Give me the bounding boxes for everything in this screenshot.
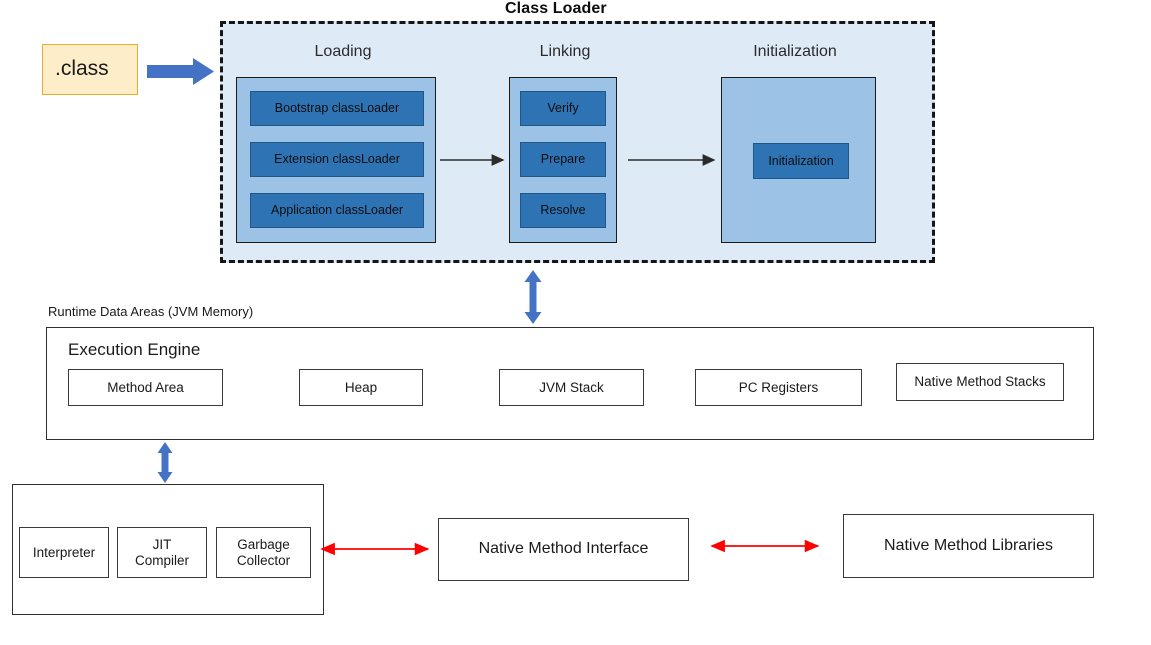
area-heap: Heap bbox=[299, 369, 423, 406]
initialization-group-box: Initialization bbox=[721, 77, 876, 243]
area-pc-registers: PC Registers bbox=[695, 369, 862, 406]
chip-prepare: Prepare bbox=[520, 142, 606, 177]
chip-resolve: Resolve bbox=[520, 193, 606, 228]
native-method-libraries-box: Native Method Libraries bbox=[843, 514, 1094, 578]
chip-bootstrap-classloader: Bootstrap classLoader bbox=[250, 91, 424, 126]
chip-application-classloader: Application classLoader bbox=[250, 193, 424, 228]
engine-jit-compiler: JIT Compiler bbox=[117, 527, 207, 578]
linking-group-box: Verify Prepare Resolve bbox=[509, 77, 617, 243]
chip-extension-classloader: Extension classLoader bbox=[250, 142, 424, 177]
native-method-interface-box: Native Method Interface bbox=[438, 518, 689, 581]
chip-verify: Verify bbox=[520, 91, 606, 126]
engine-interpreter: Interpreter bbox=[19, 527, 109, 578]
execution-engine-heading: Execution Engine bbox=[68, 340, 201, 359]
area-method-area: Method Area bbox=[68, 369, 223, 406]
class-file-box: .class bbox=[42, 44, 138, 95]
phase-label-initialization: Initialization bbox=[753, 42, 837, 60]
arrow-runtime-to-engine bbox=[157, 442, 173, 483]
runtime-data-areas-label: Runtime Data Areas (JVM Memory) bbox=[48, 304, 254, 319]
arrow-class-to-loader bbox=[147, 58, 214, 85]
phase-label-loading: Loading bbox=[314, 42, 372, 60]
area-jvm-stack: JVM Stack bbox=[499, 369, 644, 406]
area-native-method-stacks: Native Method Stacks bbox=[896, 363, 1064, 401]
arrow-loader-to-runtime bbox=[524, 270, 542, 324]
engine-garbage-collector: Garbage Collector bbox=[216, 527, 311, 578]
page-title: Class Loader bbox=[505, 0, 607, 17]
chip-initialization: Initialization bbox=[753, 143, 849, 179]
loading-group-box: Bootstrap classLoader Extension classLoa… bbox=[236, 77, 436, 243]
phase-label-linking: Linking bbox=[539, 42, 591, 60]
